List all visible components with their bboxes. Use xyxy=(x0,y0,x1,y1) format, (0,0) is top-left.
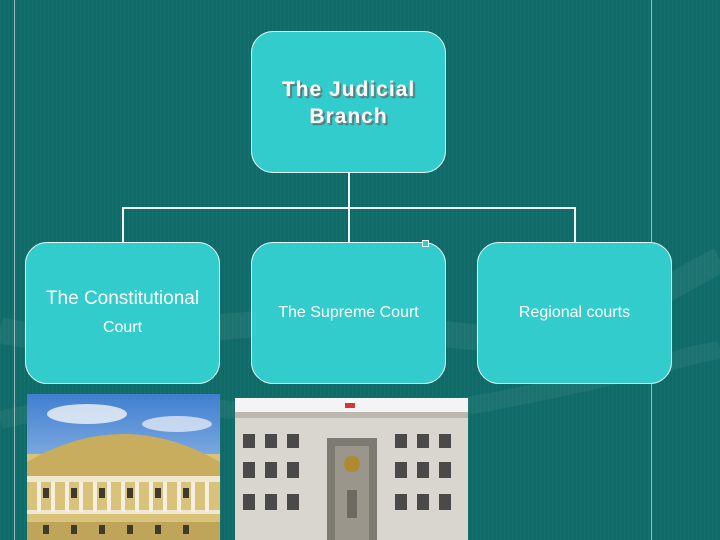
node-judicial-branch: The Judicial Branch xyxy=(251,31,446,173)
supreme-court-building-photo xyxy=(235,398,468,540)
constitutional-court-columns xyxy=(37,482,209,534)
constitutional-court-building-photo xyxy=(27,394,220,540)
node-constitutional-court-label: The Constitutional Court xyxy=(46,284,199,342)
node-constitutional-court-line2: Court xyxy=(102,319,143,336)
connector-root-stem xyxy=(348,173,350,209)
node-regional-courts: Regional courts xyxy=(477,242,672,384)
connector-to-constitutional xyxy=(122,207,124,242)
connector-to-supreme xyxy=(348,207,350,242)
node-constitutional-court-line1: The Constitutional xyxy=(45,288,200,309)
node-regional-courts-label: Regional courts xyxy=(518,304,631,321)
node-supreme-court-label: The Supreme Court xyxy=(278,304,419,321)
node-supreme-court: The Supreme Court xyxy=(251,242,446,384)
selection-handle-marker xyxy=(422,240,429,247)
node-judicial-branch-label: The Judicial Branch xyxy=(281,78,416,128)
connector-to-regional xyxy=(574,207,576,242)
node-constitutional-court: The Constitutional Court xyxy=(25,242,220,384)
left-border-line xyxy=(14,0,15,540)
